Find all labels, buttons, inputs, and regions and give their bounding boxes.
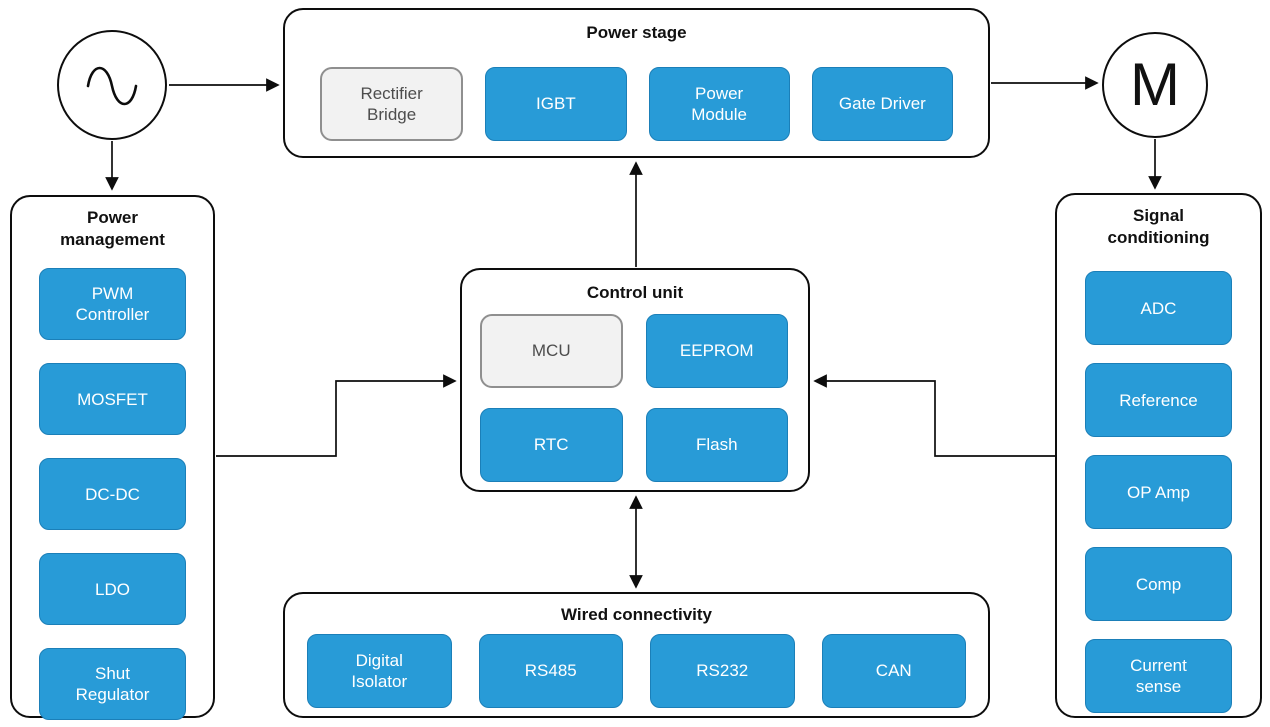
block-label: PWM Controller xyxy=(75,283,150,325)
block-label: MOSFET xyxy=(77,389,148,409)
power-management-title: Power management xyxy=(60,208,165,250)
block-reference: Reference xyxy=(1085,363,1232,438)
block-rtc: RTC xyxy=(480,408,623,482)
block-can: CAN xyxy=(821,634,966,708)
motor-node: M xyxy=(1102,32,1208,138)
motor-label: M xyxy=(1130,51,1180,118)
block-dc-dc: DC-DC xyxy=(39,458,186,531)
block-power-module: Power Module xyxy=(648,67,790,141)
block-digital-isolator: Digital Isolator xyxy=(307,634,452,708)
block-rs485: RS485 xyxy=(478,634,623,708)
block-op-amp: OP Amp xyxy=(1085,455,1232,530)
group-wired-connectivity: Wired connectivity Digital Isolator RS48… xyxy=(283,592,990,718)
wired-connectivity-items: Digital Isolator RS485 RS232 CAN xyxy=(285,634,988,708)
power-stage-items: Rectifier Bridge IGBT Power Module Gate … xyxy=(285,67,988,141)
block-label: Rectifier Bridge xyxy=(360,83,423,124)
block-comp: Comp xyxy=(1085,547,1232,622)
group-power-management: Power management PWM Controller MOSFET D… xyxy=(10,195,215,721)
block-label: Reference xyxy=(1119,390,1198,410)
control-unit-items: MCU EEPROM RTC Flash xyxy=(480,314,788,482)
block-label: OP Amp xyxy=(1127,482,1190,502)
signal-conditioning-title: Signal conditioning xyxy=(1107,206,1210,248)
block-label: IGBT xyxy=(536,94,576,114)
block-label: RTC xyxy=(533,435,569,455)
block-rs232: RS232 xyxy=(650,634,795,708)
group-signal-conditioning: Signal conditioning ADC Reference OP Amp… xyxy=(1055,193,1262,718)
group-control-unit: Control unit MCU EEPROM RTC Flash xyxy=(460,268,810,492)
signal-conditioning-items: ADC Reference OP Amp Comp Current sense xyxy=(1057,271,1260,714)
block-label: Gate Driver xyxy=(838,94,926,114)
block-mcu: MCU xyxy=(480,314,623,388)
power-management-items: PWM Controller MOSFET DC-DC LDO Shut Reg… xyxy=(12,268,213,721)
block-label: Flash xyxy=(695,435,738,455)
block-label: CAN xyxy=(875,661,912,681)
block-label: RS232 xyxy=(696,661,749,681)
block-label: Power Module xyxy=(691,83,747,124)
power-stage-title: Power stage xyxy=(586,23,687,42)
block-ldo: LDO xyxy=(39,553,186,626)
connector-power-management-to-control-unit xyxy=(216,374,457,457)
block-label: EEPROM xyxy=(679,341,754,361)
block-current-sense: Current sense xyxy=(1085,639,1232,714)
block-label: Shut Regulator xyxy=(75,663,150,705)
block-gate-driver: Gate Driver xyxy=(811,67,953,141)
group-power-stage: Power stage Rectifier Bridge IGBT Power … xyxy=(283,8,990,158)
block-eeprom: EEPROM xyxy=(645,314,788,388)
connector-signal-conditioning-to-control-unit xyxy=(813,374,1056,457)
block-label: ADC xyxy=(1140,298,1177,318)
block-shut-regulator: Shut Regulator xyxy=(39,648,186,721)
block-flash: Flash xyxy=(645,408,788,482)
block-label: DC-DC xyxy=(85,484,140,504)
block-igbt: IGBT xyxy=(485,67,627,141)
block-pwm-controller: PWM Controller xyxy=(39,268,186,341)
block-rectifier-bridge: Rectifier Bridge xyxy=(320,67,464,141)
block-mosfet: MOSFET xyxy=(39,363,186,436)
ac-source-node xyxy=(57,30,167,140)
block-label: Digital Isolator xyxy=(351,650,408,691)
sine-wave-icon xyxy=(86,66,138,106)
block-adc: ADC xyxy=(1085,271,1232,346)
block-label: LDO xyxy=(95,579,130,599)
block-label: Current sense xyxy=(1130,655,1187,697)
block-label: RS485 xyxy=(524,661,577,681)
block-label: Comp xyxy=(1135,574,1182,594)
block-label: MCU xyxy=(531,341,571,361)
wired-connectivity-title: Wired connectivity xyxy=(561,605,712,624)
control-unit-title: Control unit xyxy=(586,283,684,302)
